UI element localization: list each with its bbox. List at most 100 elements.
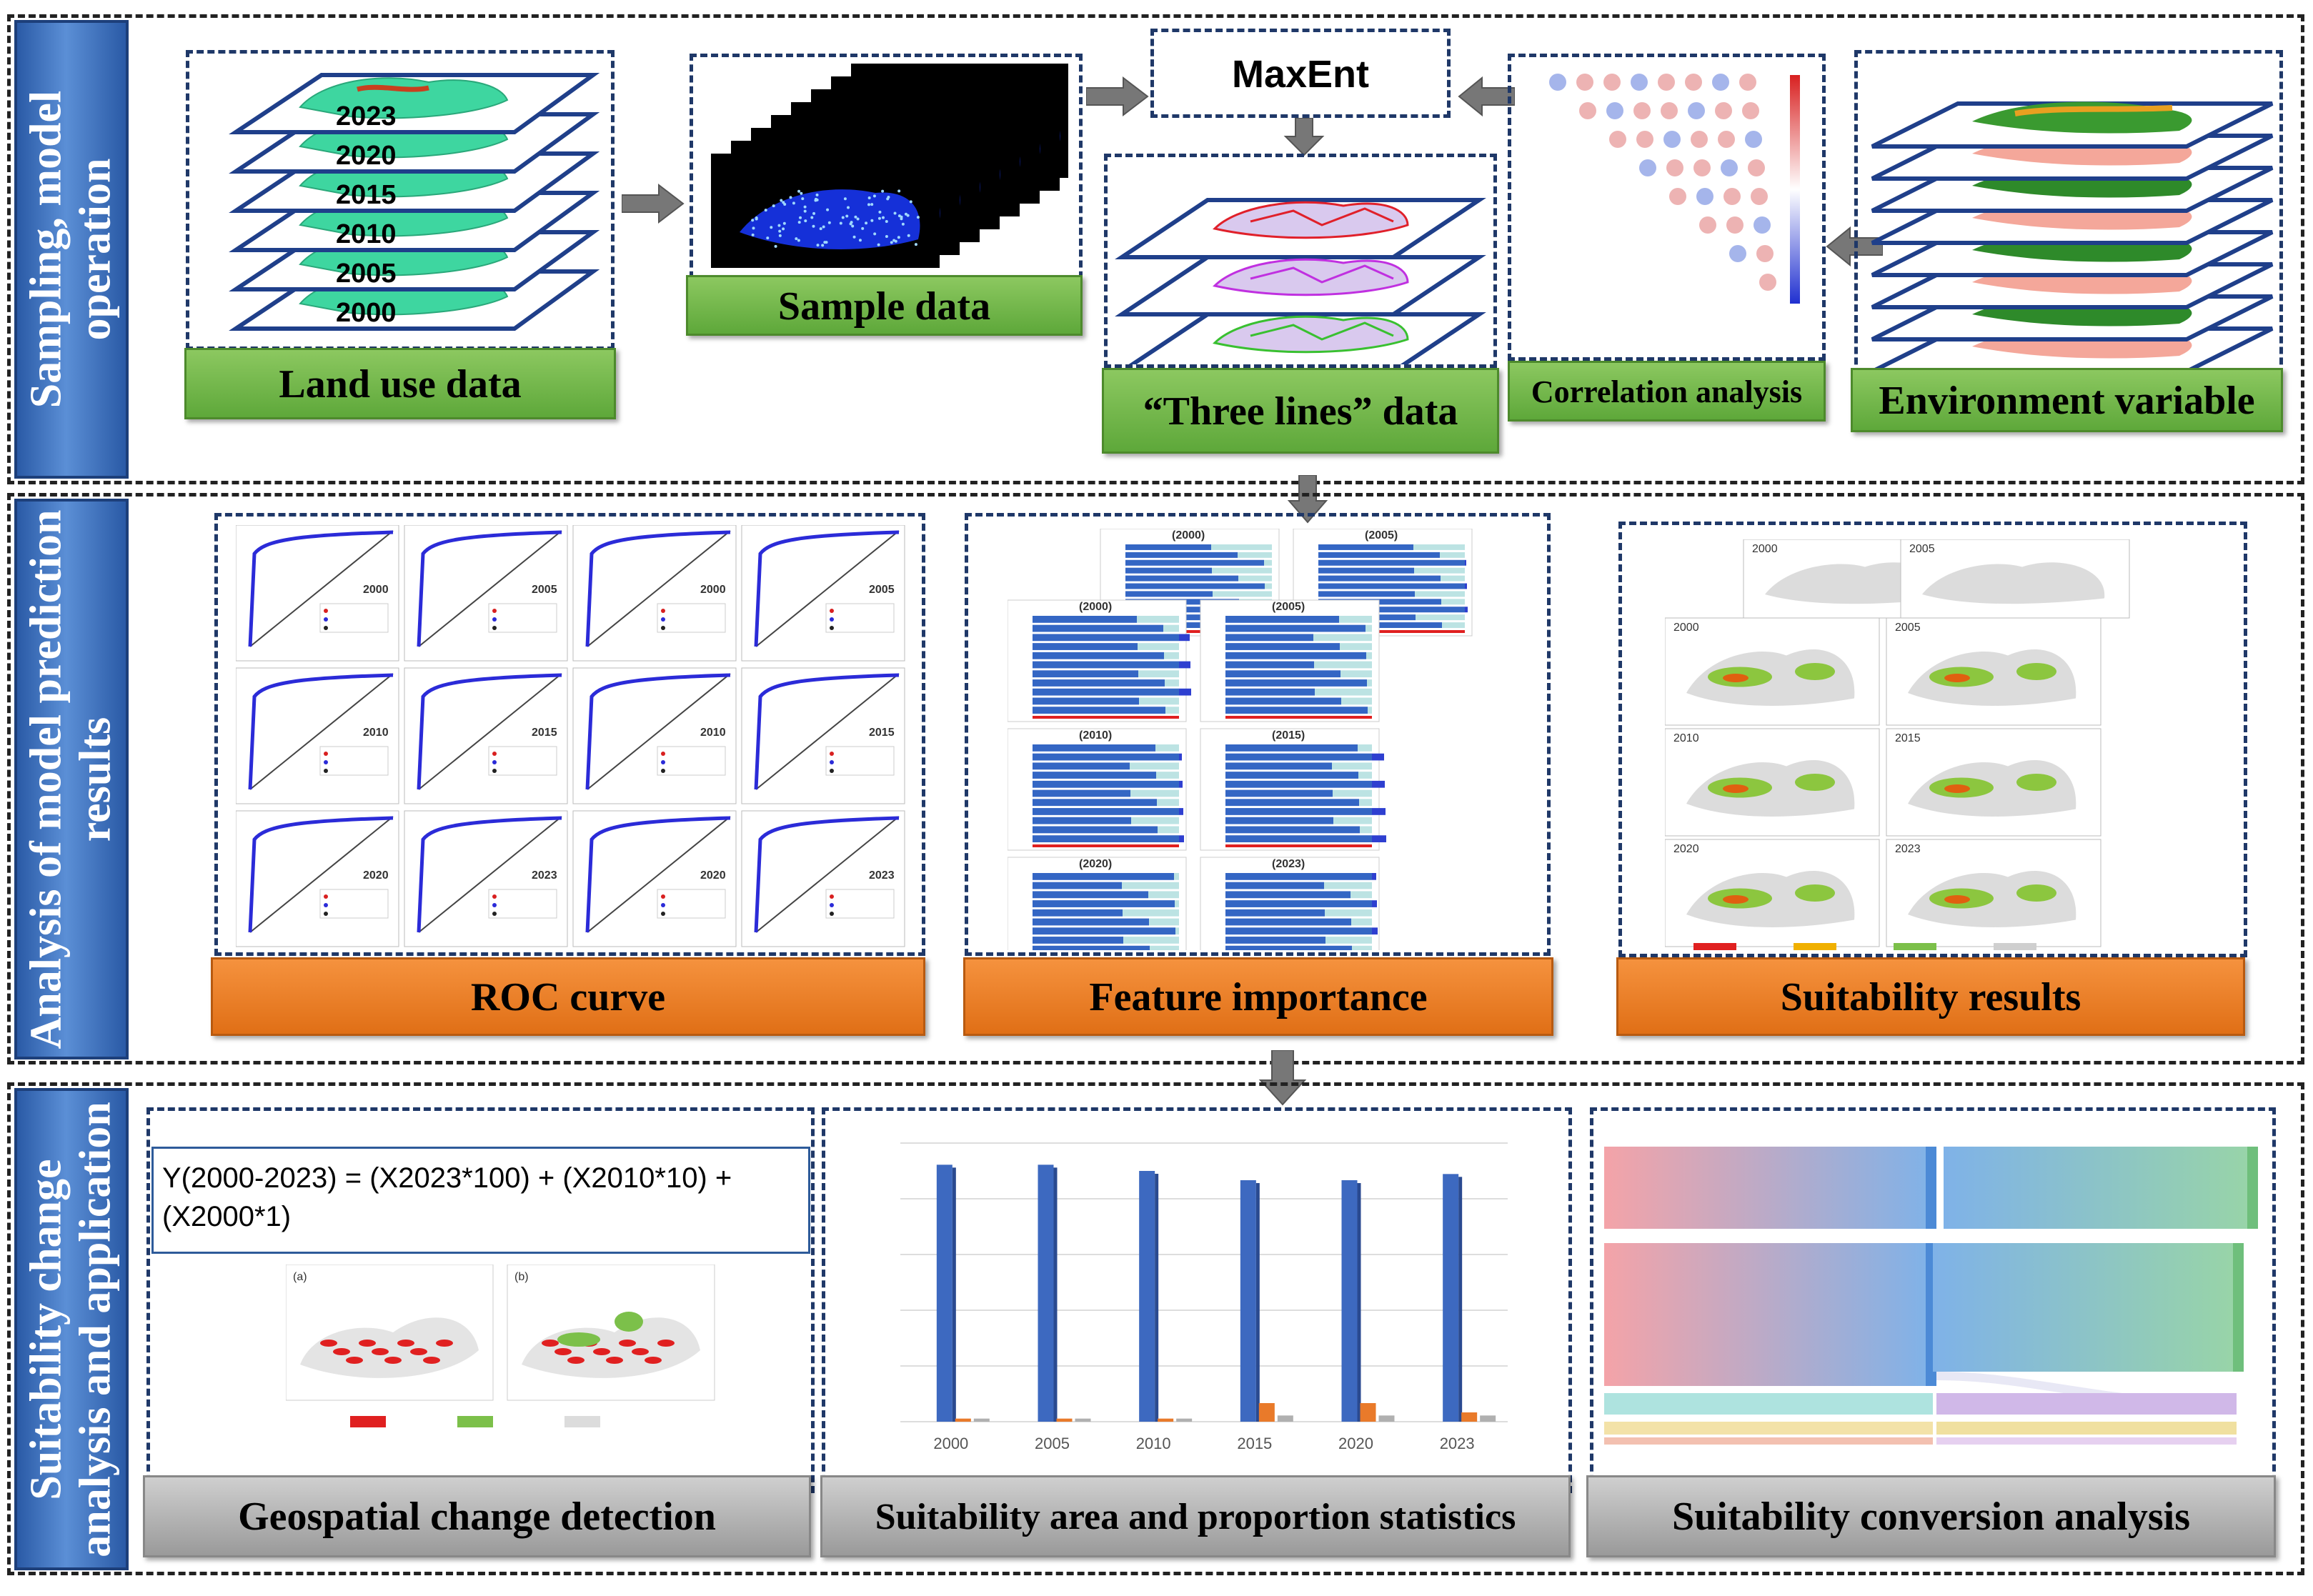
- sample-point: [878, 211, 881, 214]
- roc-legend-dot: [324, 912, 328, 916]
- roc-legend-dot: [661, 609, 665, 613]
- sample-point: [865, 221, 867, 224]
- sample-point: [910, 200, 912, 203]
- suit-green: [2016, 884, 2056, 902]
- suit-legend-swatch: [1693, 943, 1736, 950]
- sample-point: [798, 221, 801, 224]
- formula-box: Y(2000-2023) = (X2023*100) + (X2010*10) …: [151, 1147, 810, 1254]
- geo-red: [632, 1348, 649, 1355]
- feature-title: (2000): [1172, 529, 1205, 542]
- roc-grid: 2000200520002005201020152010201520202023…: [236, 525, 907, 950]
- sample-point: [915, 243, 917, 246]
- suit-green: [2016, 774, 2056, 791]
- suit-green: [1795, 884, 1835, 902]
- feature-bar-bg: [1033, 652, 1179, 659]
- sample-label: Sample data: [686, 275, 1083, 336]
- roc-legend-dot: [324, 617, 328, 622]
- roc-legend: [657, 747, 725, 775]
- sample-point: [780, 199, 782, 201]
- corr-cell: [1726, 216, 1744, 234]
- feature-label: Feature importance: [963, 957, 1553, 1036]
- feature-bar-bg: [1125, 591, 1272, 597]
- feature-bar-bg: [1033, 790, 1179, 797]
- sample-point: [850, 222, 852, 225]
- chart-bar-side: [1256, 1183, 1260, 1422]
- geo-red: [436, 1340, 453, 1347]
- suit-orange: [1723, 784, 1749, 793]
- sample-point: [812, 225, 815, 228]
- feature-bar-bg: [1225, 772, 1372, 779]
- roc-legend-dot: [830, 626, 834, 630]
- feature-bar-bg: [1125, 584, 1272, 589]
- geo-red: [372, 1348, 389, 1355]
- feature-bar-bg: [1033, 698, 1179, 705]
- geo-red: [320, 1340, 337, 1347]
- roc-year: 2005: [532, 584, 557, 596]
- roc-legend-dot: [830, 760, 834, 764]
- sample-point: [797, 190, 800, 193]
- feature-bar-bg: [1033, 643, 1179, 650]
- chart-bar: [1075, 1419, 1091, 1422]
- feature-bar-bg: [1033, 707, 1179, 714]
- roc-legend-dot: [324, 752, 328, 756]
- geo-panel-label: (a): [293, 1271, 307, 1283]
- roc-legend-dot: [324, 760, 328, 764]
- geospatial-maps: (a)(b): [286, 1265, 729, 1436]
- sample-point: [777, 224, 780, 227]
- roc-legend-dot: [661, 760, 665, 764]
- sample-point: [817, 244, 820, 246]
- sample-point: [902, 223, 905, 226]
- feature-bar-bg: [1318, 576, 1465, 582]
- corr-cell: [1669, 188, 1686, 205]
- corr-cell: [1696, 188, 1713, 205]
- roc-legend: [320, 889, 388, 918]
- feature-bar-bg: [1225, 827, 1372, 834]
- feature-bar-bg: [1225, 754, 1372, 761]
- feature-bar-bg: [1225, 762, 1372, 769]
- three-lines-label: “Three lines” data: [1102, 368, 1499, 454]
- feature-title: (2015): [1272, 729, 1305, 742]
- corr-cell: [1729, 245, 1746, 262]
- feature-bar-bg: [1033, 744, 1179, 752]
- geo-red: [593, 1348, 610, 1355]
- chart-x-tick: 2010: [1136, 1435, 1171, 1452]
- corr-cell: [1751, 188, 1768, 205]
- land-use-layers: 200020052010201520202023: [193, 57, 607, 350]
- geo-red: [645, 1357, 662, 1364]
- roc-legend-dot: [492, 752, 497, 756]
- feature-bar-bg: [1033, 909, 1179, 917]
- sample-point: [854, 216, 857, 219]
- suit-green: [1795, 663, 1835, 680]
- sample-point: [751, 219, 754, 221]
- land-use-label: Land use data: [184, 348, 616, 419]
- feature-bar-bg: [1225, 744, 1372, 752]
- feature-bar-bg: [1225, 882, 1372, 889]
- roc-legend-dot: [830, 912, 834, 916]
- geo-red: [606, 1357, 623, 1364]
- sample-point: [887, 196, 890, 199]
- chart-x-tick: 2015: [1237, 1435, 1272, 1452]
- suit-green: [2016, 663, 2056, 680]
- sidebar-application: Suitability change analysis and applicat…: [14, 1088, 129, 1570]
- sample-point: [878, 217, 881, 220]
- suit-year: 2000: [1752, 543, 1778, 555]
- sample-point: [826, 209, 829, 211]
- feature-bar-bg: [1318, 584, 1465, 589]
- feature-title: (2005): [1365, 529, 1398, 542]
- sample-point: [907, 214, 910, 217]
- suit-legend-swatch: [1894, 943, 1936, 950]
- feature-bar-bg: [1225, 634, 1372, 641]
- corr-cell: [1745, 131, 1762, 148]
- feature-bar-bg: [1033, 634, 1179, 641]
- feature-bar-bg: [1318, 544, 1465, 550]
- roc-year: 2023: [532, 869, 557, 882]
- sankey-node-1d: [2247, 1147, 2258, 1229]
- corr-cell: [1754, 216, 1771, 234]
- geo-red: [567, 1357, 585, 1364]
- sankey-node-1b: [1926, 1147, 1936, 1229]
- sample-point: [783, 222, 786, 225]
- sample-point: [842, 216, 845, 219]
- sample-point: [885, 220, 888, 223]
- feature-bar-bg: [1033, 817, 1179, 824]
- roc-legend: [826, 889, 894, 918]
